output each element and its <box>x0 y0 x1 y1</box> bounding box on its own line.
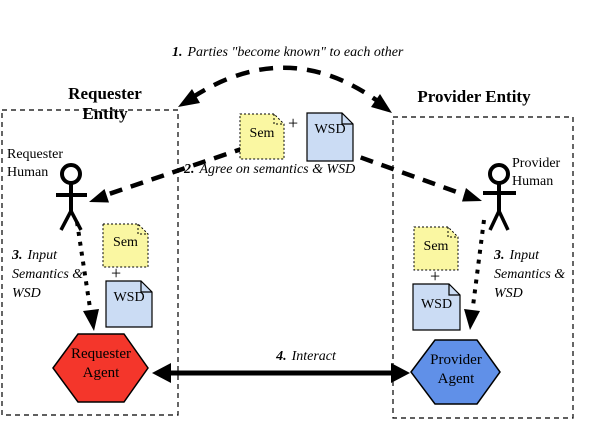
wsd-note-icon-center <box>306 112 354 162</box>
sem-note-label-center: Sem <box>249 126 275 141</box>
requester-entity-title: Requester Entity <box>68 84 142 123</box>
provider-human-label: Provider Human <box>512 156 561 189</box>
provider-entity-box <box>392 116 574 419</box>
sem-note-icon-center <box>239 113 285 160</box>
wsd-note-icon-right <box>412 283 461 331</box>
plus-sign-center: + <box>288 113 299 133</box>
wsd-note-label-left: WSD <box>113 290 145 305</box>
step1-number: 1. <box>172 45 183 60</box>
requester-entity-box <box>1 109 179 416</box>
provider-agent-hexagon <box>410 339 501 405</box>
plus-sign-right: + <box>430 266 441 286</box>
step4-number: 4. <box>276 349 287 364</box>
requester-human-figure <box>56 163 87 231</box>
step2-arrow-right <box>339 147 482 202</box>
step3-arrow-right <box>464 219 486 330</box>
step1-text: Parties "become known" to each other <box>187 45 404 60</box>
sem-note-icon-right <box>413 226 459 271</box>
sem-note-label-left: Sem <box>113 235 138 250</box>
requester-human-label: Requester Human <box>7 147 63 180</box>
step3-left-number: 3. <box>12 248 23 263</box>
provider-agent-label: Provider Agent <box>430 352 482 387</box>
step3-arrow-left <box>75 221 99 331</box>
requester-agent-label: Requester Agent <box>71 346 131 381</box>
step4-text: Interact <box>291 349 336 364</box>
step1-label: 1. Parties "become known" to each other <box>172 45 403 61</box>
wsd-note-label-right: WSD <box>420 297 453 312</box>
step3-right-number: 3. <box>494 248 505 263</box>
step2-label: 2. Agree on semantics & WSD <box>184 162 355 178</box>
step2-number: 2. <box>184 162 195 177</box>
provider-entity-title: Provider Entity <box>417 87 531 106</box>
step3-label-right: 3.Input Semantics & WSD <box>494 246 578 303</box>
step2-text: Agree on semantics & WSD <box>199 162 356 177</box>
wsd-note-icon-left <box>105 280 153 328</box>
step3-label-left: 3.Input Semantics & WSD <box>12 246 96 303</box>
provider-human-figure <box>483 163 516 231</box>
requester-agent-hexagon <box>52 333 149 403</box>
step1-arrow <box>178 65 392 113</box>
sem-note-icon-left <box>102 223 149 268</box>
step3-left-text: Input Semantics & WSD <box>12 248 84 301</box>
sem-note-label-right: Sem <box>423 239 449 254</box>
plus-sign-left: + <box>111 263 122 283</box>
step4-interact-arrow <box>152 363 410 383</box>
step4-label: 4. Interact <box>252 349 360 365</box>
wsd-note-label-center: WSD <box>314 122 346 137</box>
step3-right-text: Input Semantics & WSD <box>494 248 566 301</box>
